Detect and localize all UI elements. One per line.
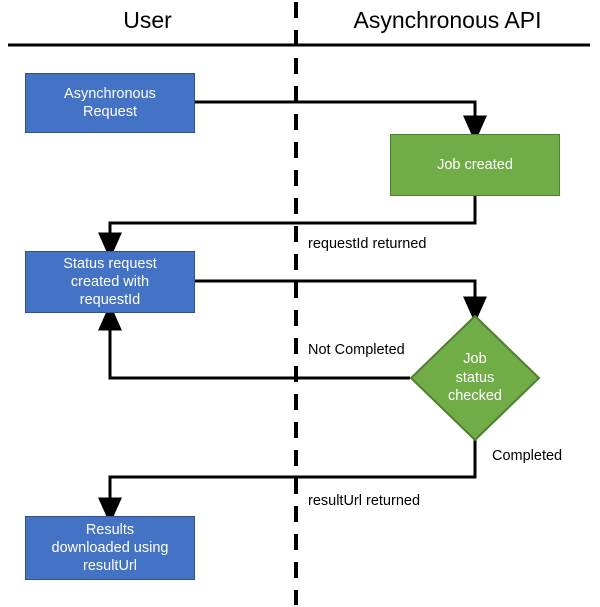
node-label: Status request created with requestId [63,255,157,309]
edge-check-not-completed [98,303,410,380]
node-label-line-3: resultUrl [83,558,137,575]
diamond-shape [409,314,541,442]
node-label-line-3: requestId [79,292,141,309]
edge-check-completed-to-results [98,440,477,525]
node-label-line-1: Results [85,521,135,538]
node-label-line-2: Request [82,104,137,120]
node-label: Asynchronous Request [64,85,156,121]
edge-request-to-job [195,100,487,143]
node-label-line-1: Status request [63,255,157,272]
node-label: Results downloaded using resultUrl [52,521,169,575]
node-job-created[interactable]: Job created [390,134,560,196]
edge-label-requestid-returned: requestId returned [308,236,427,252]
edge-label-resulturl-returned: resultUrl returned [308,493,421,509]
node-job-status-checked[interactable]: Job status checked [409,314,541,442]
node-status-request-created-with-requestid[interactable]: Status request created with requestId [25,251,195,313]
node-results-downloaded-using-resulturl[interactable]: Results downloaded using resultUrl [25,516,195,580]
swimlane-title-user: User [123,7,172,33]
node-label-line-1: Job created [437,156,513,173]
node-label-line-1: Asynchronous [64,85,156,102]
edge-job-to-status [98,196,477,260]
edge-label-not-completed: Not Completed [308,342,405,358]
node-label: Job created [437,156,513,174]
node-label-line-2: downloaded using [51,539,169,556]
node-label-line-2: created with [70,273,150,290]
swimlane-title-asynchronous-api: Asynchronous API [353,7,542,33]
edge-status-to-check [195,279,487,324]
node-asynchronous-request[interactable]: Asynchronous Request [25,73,195,133]
edge-label-completed: Completed [492,448,563,464]
